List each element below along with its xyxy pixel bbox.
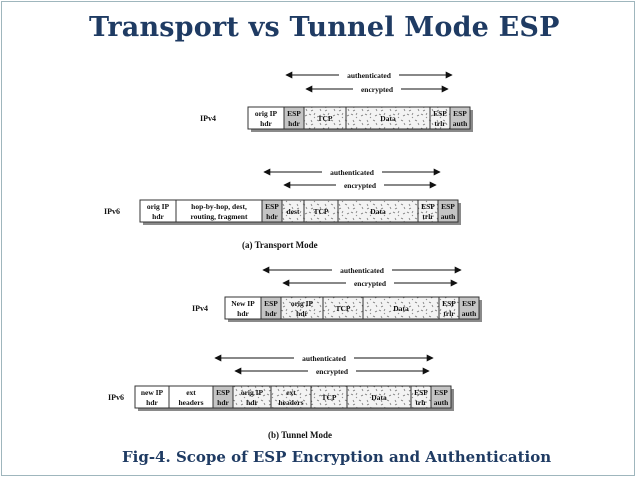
- field-label: ext: [286, 388, 296, 397]
- field-label: trlr: [415, 398, 427, 407]
- field-label: ext: [186, 388, 196, 397]
- field-label: auth: [434, 398, 449, 407]
- field-label: New IP: [231, 299, 255, 308]
- field-label: Data: [371, 393, 387, 402]
- field-label: ESP: [442, 299, 456, 308]
- field-label: ESP: [216, 388, 230, 397]
- encrypted-label: encrypted: [344, 181, 377, 190]
- arrow-label-bg: [353, 83, 401, 94]
- field-label: hdr: [296, 309, 308, 318]
- field-label: orig IP: [241, 388, 264, 397]
- field-label: headers: [279, 398, 304, 407]
- arrow-label-bg: [308, 365, 356, 376]
- field-label: ESP: [441, 202, 455, 211]
- field-label: headers: [179, 398, 204, 407]
- field-label: ESP: [462, 299, 476, 308]
- arrow-label-bg: [346, 277, 394, 288]
- field-label: hdr: [265, 309, 277, 318]
- field-label: hdr: [266, 212, 278, 221]
- authenticated-label: authenticated: [302, 354, 347, 363]
- arrow-label-bg: [322, 166, 382, 177]
- field-label: TCP: [314, 207, 329, 216]
- field-label: orig IP: [291, 299, 314, 308]
- field-label: ESP: [433, 109, 447, 118]
- field-box: [449, 106, 471, 130]
- figure-caption: Fig-4. Scope of ESP Encryption and Authe…: [122, 448, 552, 466]
- field-label: hdr: [260, 119, 272, 128]
- field-label: hop-by-hop, dest,: [191, 202, 247, 211]
- slide-title: Transport vs Tunnel Mode ESP: [89, 12, 560, 43]
- field-label: TCP: [318, 114, 333, 123]
- field-label: Data: [380, 114, 396, 123]
- authenticated-label: authenticated: [340, 266, 385, 275]
- ip-version-label: IPv4: [200, 114, 216, 123]
- field-label: ESP: [453, 109, 467, 118]
- field-label: ESP: [287, 109, 301, 118]
- field-label: ESP: [264, 299, 278, 308]
- ip-version-label: IPv6: [104, 207, 120, 216]
- field-label: auth: [441, 212, 456, 221]
- field-label: auth: [453, 119, 468, 128]
- field-label: Data: [370, 207, 386, 216]
- field-label: hdr: [288, 119, 300, 128]
- field-label: hdr: [246, 398, 258, 407]
- field-label: orig IP: [147, 202, 170, 211]
- encrypted-label: encrypted: [354, 279, 387, 288]
- arrow-label-bg: [336, 179, 384, 190]
- field-label: trlr: [434, 119, 446, 128]
- field-label: hdr: [152, 212, 164, 221]
- field-label: auth: [462, 309, 477, 318]
- field-box: [458, 296, 480, 320]
- field-box: [437, 199, 459, 223]
- ip-version-label: IPv6: [108, 393, 124, 402]
- encrypted-label: encrypted: [361, 85, 394, 94]
- field-label: ESP: [265, 202, 279, 211]
- arrow-label-bg: [332, 264, 392, 275]
- field-label: hdr: [237, 309, 249, 318]
- field-label: dest: [287, 207, 300, 216]
- field-label: ESP: [421, 202, 435, 211]
- field-label: TCP: [336, 304, 351, 313]
- field-label: routing, fragment: [191, 212, 248, 221]
- encrypted-label: encrypted: [316, 367, 349, 376]
- arrow-label-bg: [294, 352, 354, 363]
- field-box: [430, 385, 452, 409]
- field-label: ESP: [434, 388, 448, 397]
- field-label: hdr: [217, 398, 229, 407]
- authenticated-label: authenticated: [347, 71, 392, 80]
- field-label: orig IP: [255, 109, 278, 118]
- tunnel-mode-label: (b) Tunnel Mode: [268, 430, 332, 440]
- arrow-label-bg: [339, 69, 399, 80]
- caption-background: [114, 444, 538, 470]
- field-label: trlr: [422, 212, 434, 221]
- authenticated-label: authenticated: [330, 168, 375, 177]
- field-label: Data: [393, 304, 409, 313]
- field-label: trlr: [443, 309, 455, 318]
- field-label: new IP: [141, 388, 164, 397]
- ip-version-label: IPv4: [192, 304, 208, 313]
- field-label: ESP: [414, 388, 428, 397]
- field-label: hdr: [146, 398, 158, 407]
- field-label: TCP: [322, 393, 337, 402]
- transport-mode-label: (a) Transport Mode: [242, 240, 318, 250]
